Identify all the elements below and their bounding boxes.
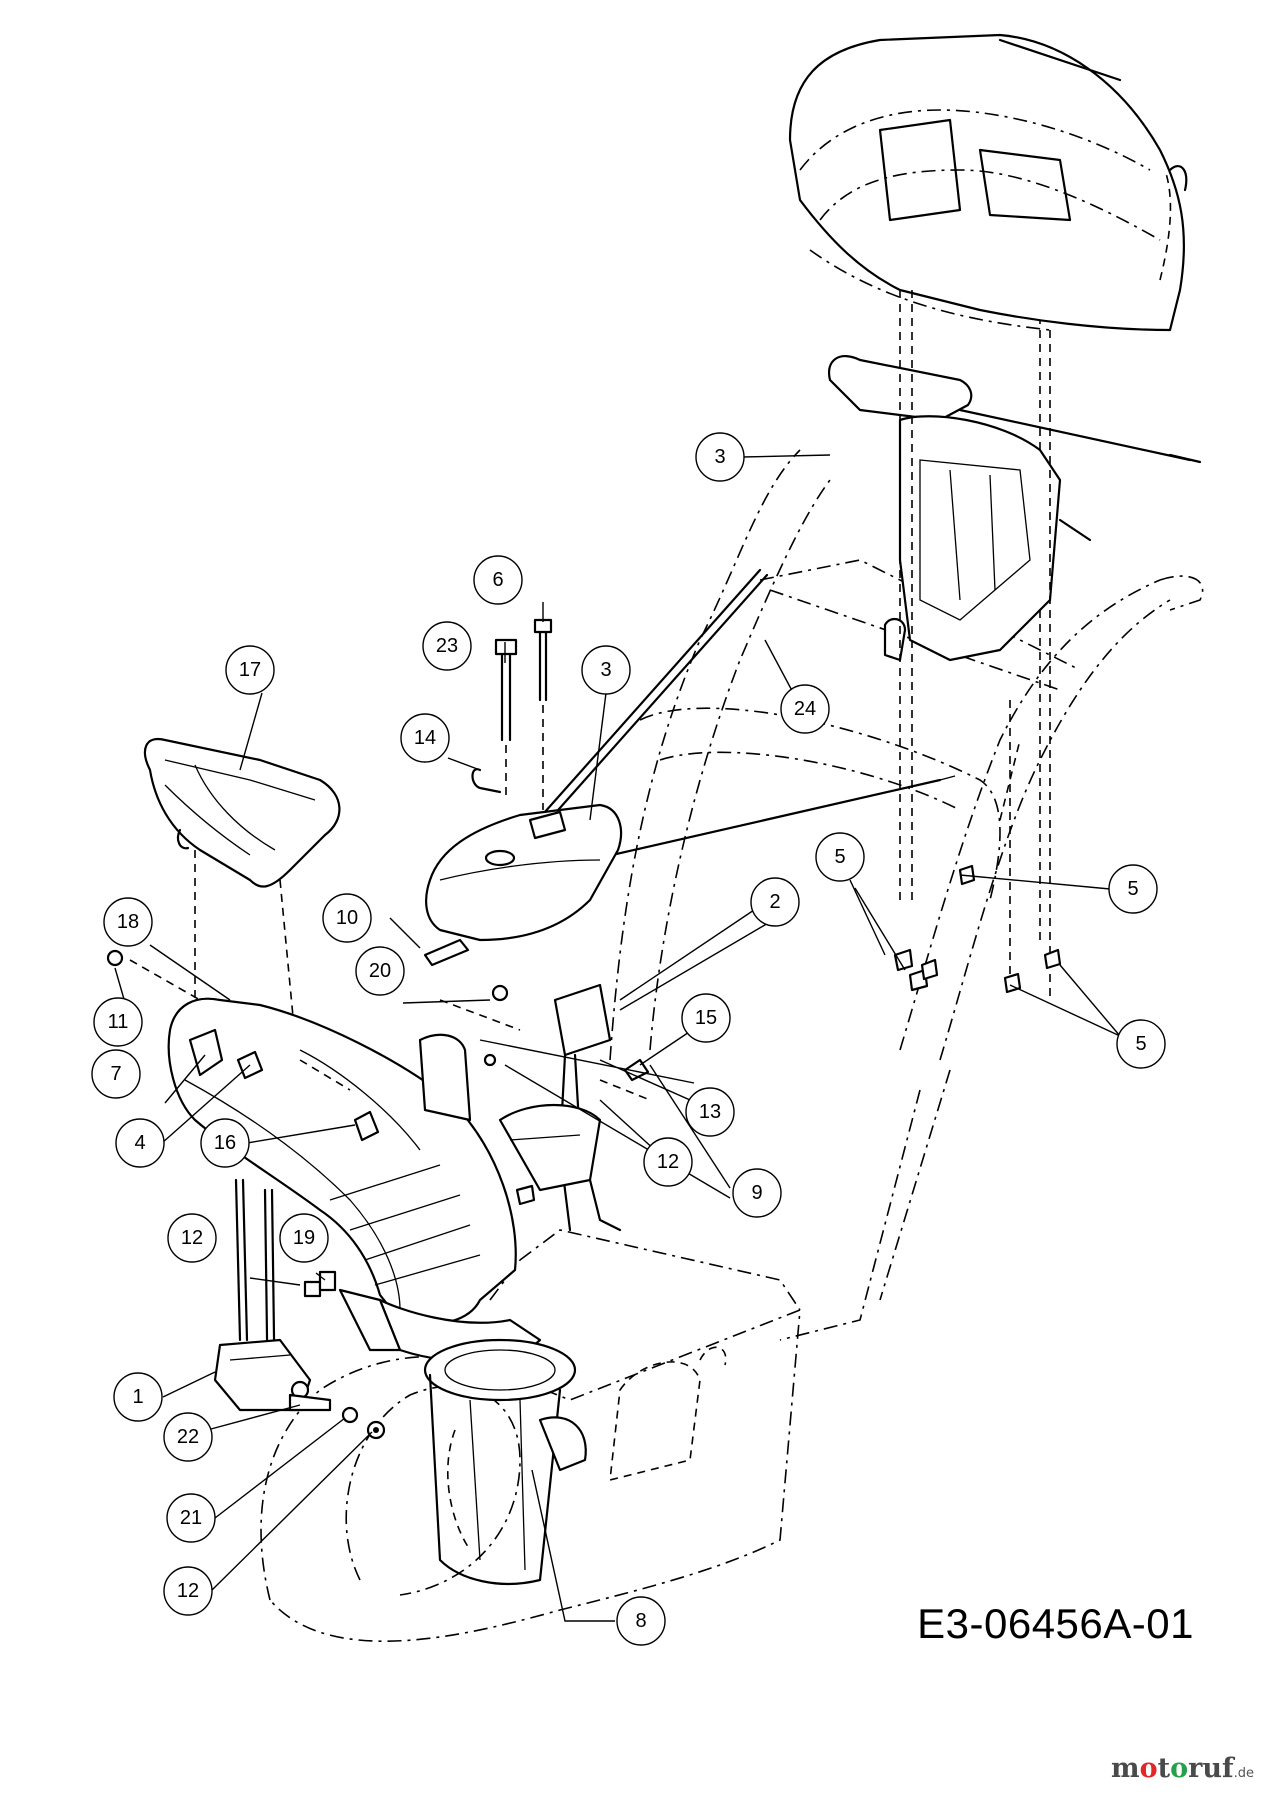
callout-label: 4 xyxy=(134,1132,145,1154)
callout-label: 6 xyxy=(492,569,503,591)
callout-label: 2 xyxy=(769,891,780,913)
chute-control-assembly xyxy=(827,354,1202,662)
callout-3-lower: 3 xyxy=(581,645,631,695)
callout-5-right: 5 xyxy=(1108,864,1158,914)
callout-16: 16 xyxy=(200,1118,250,1168)
callout-11: 11 xyxy=(93,997,143,1047)
callout-label: 21 xyxy=(180,1507,202,1529)
leader-lines xyxy=(114,454,1121,1622)
callout-5-lower: 5 xyxy=(1116,1019,1166,1069)
callout-4: 4 xyxy=(115,1118,165,1168)
callout-label: 18 xyxy=(117,911,139,933)
watermark-tld: .de xyxy=(1233,1766,1254,1781)
callout-label: 3 xyxy=(714,446,725,468)
callout-24: 24 xyxy=(780,684,830,734)
callout-7: 7 xyxy=(91,1049,141,1099)
callout-label: 5 xyxy=(1127,878,1138,900)
callout-label: 12 xyxy=(657,1151,679,1173)
callout-label: 20 xyxy=(369,960,391,982)
callout-6: 6 xyxy=(473,555,523,605)
callout-label: 12 xyxy=(177,1580,199,1602)
callout-label: 23 xyxy=(436,635,458,657)
callout-label: 24 xyxy=(794,698,816,720)
callout-20: 20 xyxy=(355,946,405,996)
screws xyxy=(893,864,1062,994)
callout-21: 21 xyxy=(166,1493,216,1543)
callout-label: 9 xyxy=(751,1182,762,1204)
chute-ring xyxy=(423,1338,587,1586)
callout-2: 2 xyxy=(750,877,800,927)
handle-frame xyxy=(609,300,1204,1341)
watermark-text: ruf xyxy=(1188,1753,1234,1784)
chute-base-bracket xyxy=(213,1178,332,1412)
callout-9: 9 xyxy=(732,1168,782,1218)
watermark-text: t xyxy=(1157,1753,1171,1784)
callout-1: 1 xyxy=(113,1372,163,1422)
watermark-text: m xyxy=(1111,1753,1140,1784)
discharge-chute xyxy=(167,997,542,1363)
callout-5-left: 5 xyxy=(815,832,865,882)
chute-rod xyxy=(518,568,956,862)
callout-label: 17 xyxy=(239,659,261,681)
projection-lines xyxy=(129,290,1051,1101)
callout-3-upper: 3 xyxy=(695,432,745,482)
callout-label: 16 xyxy=(214,1132,236,1154)
callout-label: 15 xyxy=(695,1007,717,1029)
callout-12-middle: 12 xyxy=(643,1137,693,1187)
callout-18: 18 xyxy=(103,897,153,947)
chute-rotator-cover xyxy=(425,803,623,942)
callout-10: 10 xyxy=(322,893,372,943)
callout-12-lower: 12 xyxy=(163,1566,213,1616)
callout-label: 10 xyxy=(336,907,358,929)
callout-label: 14 xyxy=(414,727,436,749)
watermark-text: o xyxy=(1139,1753,1158,1784)
callout-label: 13 xyxy=(699,1101,721,1123)
callout-label: 22 xyxy=(177,1426,199,1448)
callout-label: 5 xyxy=(834,846,845,868)
callout-label: 19 xyxy=(293,1227,315,1249)
callout-label: 11 xyxy=(108,1011,129,1033)
callout-label: 7 xyxy=(110,1063,121,1085)
callout-13: 13 xyxy=(685,1087,735,1137)
callout-12-upper: 12 xyxy=(167,1213,217,1263)
control-panel-console xyxy=(788,33,1188,332)
watermark-text: o xyxy=(1170,1753,1189,1784)
watermark-logo: motoruf.de xyxy=(1111,1753,1254,1784)
callout-8: 8 xyxy=(616,1596,666,1646)
hardware-bolts xyxy=(106,618,650,1440)
callout-label: 3 xyxy=(600,659,611,681)
callout-23: 23 xyxy=(422,621,472,671)
drawing-code: E3-06456A-01 xyxy=(917,1600,1194,1647)
callout-14: 14 xyxy=(400,713,450,763)
chute-bracket xyxy=(498,983,622,1232)
callout-17: 17 xyxy=(225,645,275,695)
callout-15: 15 xyxy=(681,993,731,1043)
callout-19: 19 xyxy=(279,1213,329,1263)
callout-label: 5 xyxy=(1135,1033,1146,1055)
callout-label: 12 xyxy=(181,1227,203,1249)
callout-label: 1 xyxy=(132,1386,143,1408)
callout-label: 8 xyxy=(635,1610,646,1632)
callout-22: 22 xyxy=(163,1412,213,1462)
